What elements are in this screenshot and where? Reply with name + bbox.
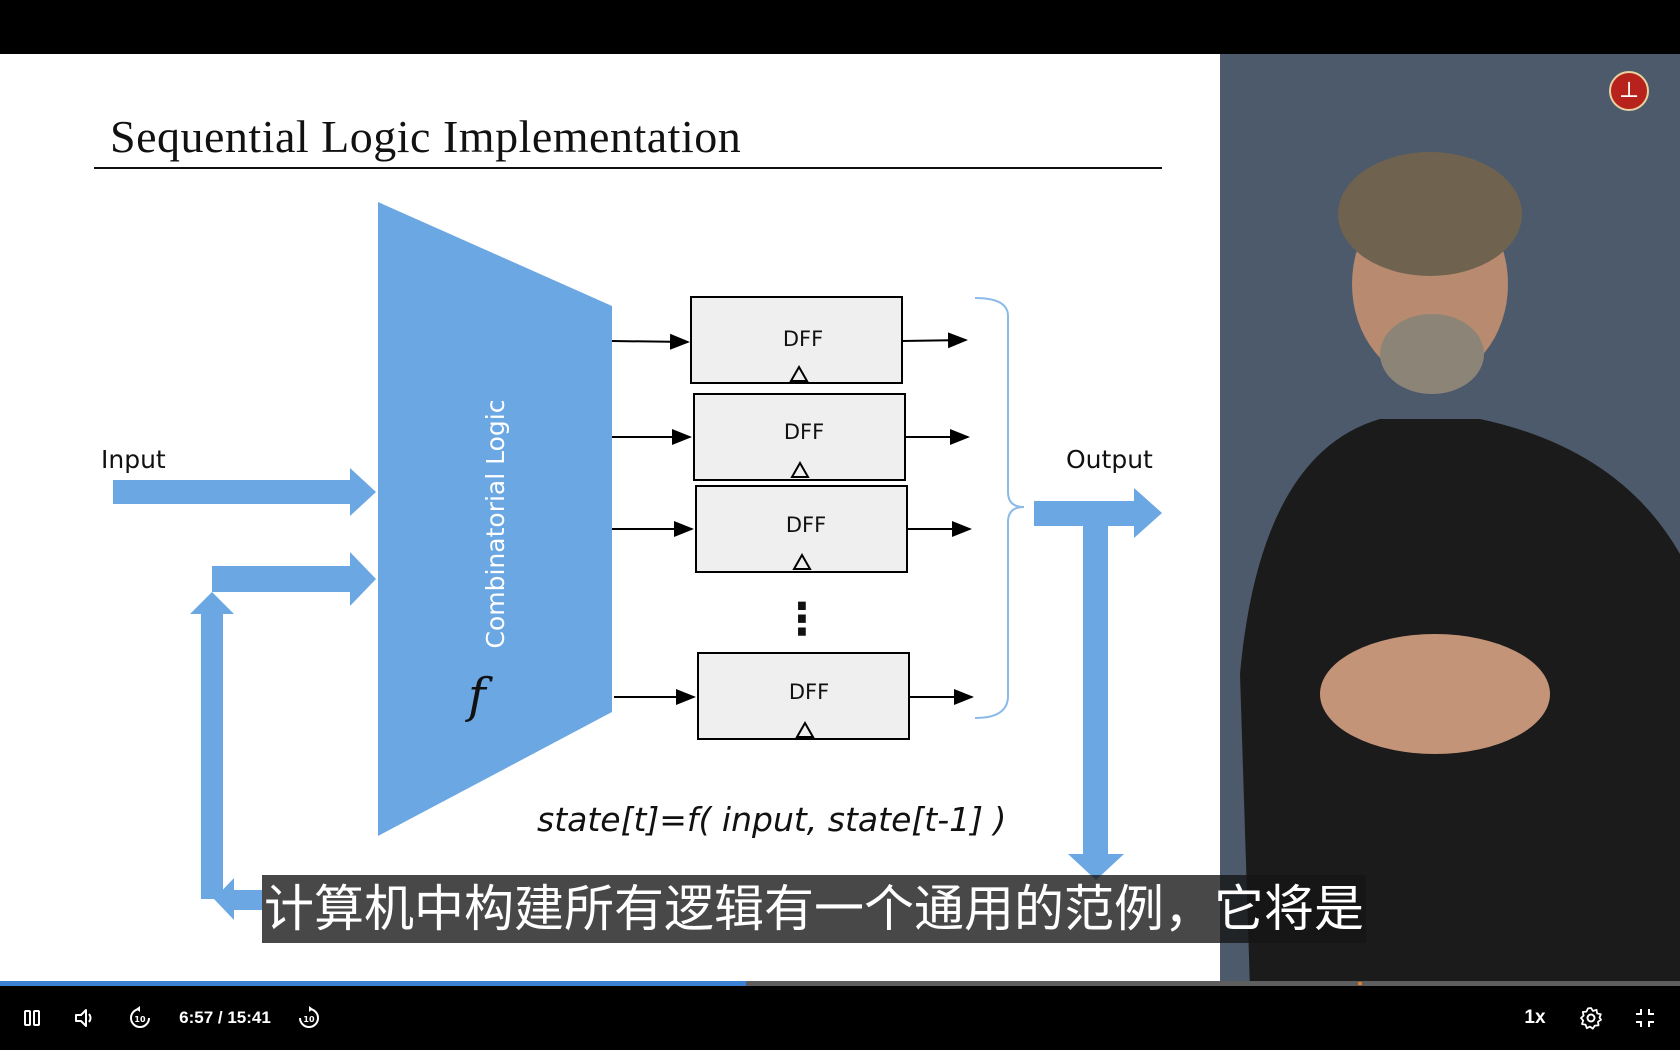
svg-text:10: 10	[303, 1015, 315, 1024]
feedback-arrow-in	[212, 552, 376, 606]
clock-triangle	[792, 552, 812, 570]
gear-icon	[1580, 1007, 1602, 1030]
forward-10-button[interactable]: 10	[293, 986, 325, 1050]
dff-box	[690, 296, 903, 384]
settings-button[interactable]	[1574, 986, 1608, 1050]
pause-button[interactable]	[16, 986, 48, 1050]
speaker-silhouette	[1240, 152, 1680, 989]
feedback-arrow-down	[1068, 518, 1124, 880]
lecture-slide: Sequential Logic Implementation Input Co…	[0, 54, 1220, 989]
feedback-arrow-left	[214, 878, 262, 920]
channel-logo-icon: ⊥	[1609, 71, 1649, 111]
title-underline	[94, 167, 1162, 169]
dff-input-arrow	[611, 333, 690, 350]
clock-triangle	[789, 364, 809, 382]
volume-button[interactable]	[68, 986, 102, 1050]
speaker-video-panel	[1220, 54, 1680, 989]
progress-marker	[1358, 982, 1362, 985]
sequential-logic-diagram: Input Combinatorial Logic f DFF DFF DFF …	[101, 202, 1162, 920]
rewind-10-icon: 10	[130, 1006, 150, 1028]
progress-played	[0, 981, 746, 986]
feedback-arrow-up	[190, 592, 234, 899]
player-control-bar: 10 6:57 / 15:41 10 1x	[0, 986, 1680, 1050]
output-brace	[974, 297, 1025, 719]
state-equation: state[t]=f( input, state[t-1] )	[537, 800, 1006, 839]
playback-speed-button[interactable]: 1x	[1524, 1007, 1546, 1028]
exit-fullscreen-icon	[1636, 1009, 1654, 1027]
clock-triangle	[790, 460, 810, 478]
svg-text:10: 10	[134, 1015, 146, 1024]
volume-icon	[75, 1009, 92, 1027]
combinatorial-logic-label: Combinatorial Logic	[481, 400, 510, 649]
rewind-10-button[interactable]: 10	[124, 986, 156, 1050]
progress-bar[interactable]	[0, 981, 1680, 986]
output-arrow	[1034, 488, 1162, 538]
video-top-letterbox	[0, 0, 1680, 54]
input-label: Input	[101, 445, 166, 474]
dff-label: DFF	[789, 680, 829, 704]
output-label: Output	[1066, 445, 1153, 474]
pause-icon	[24, 1010, 40, 1026]
dff-output-arrow	[901, 332, 968, 349]
dff-label: DFF	[786, 513, 826, 537]
forward-10-icon: 10	[299, 1006, 319, 1028]
combinatorial-logic-block	[378, 202, 612, 836]
dff-label: DFF	[784, 420, 824, 444]
dff-label: DFF	[783, 327, 823, 351]
subtitle-caption: 计算机中构建所有逻辑有一个通用的范例，它将是	[262, 875, 1366, 943]
dff-ellipsis: ⋮	[780, 594, 824, 645]
time-display: 6:57 / 15:41	[179, 1008, 271, 1027]
clock-triangle	[795, 720, 815, 738]
input-arrow	[113, 468, 376, 516]
fullscreen-button[interactable]	[1628, 986, 1662, 1050]
slide-title: Sequential Logic Implementation	[110, 111, 742, 162]
